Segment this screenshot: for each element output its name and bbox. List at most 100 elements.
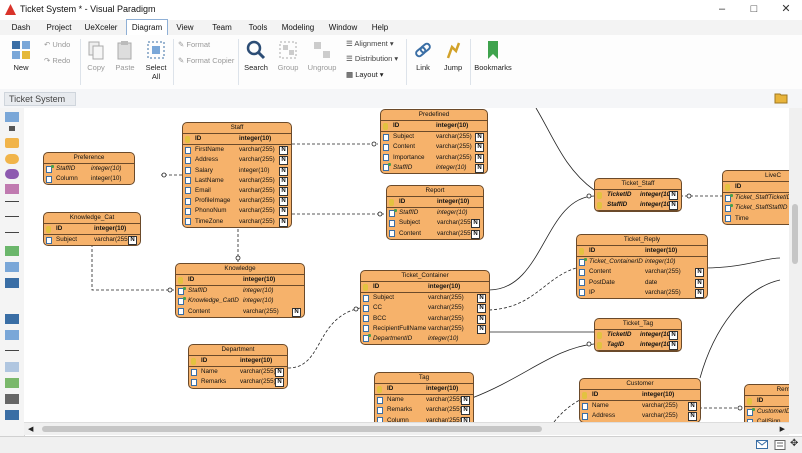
menu-view[interactable]: View bbox=[176, 23, 194, 32]
distribution-button[interactable]: ☰ Distribution ▾ bbox=[346, 54, 399, 63]
schema-icon[interactable] bbox=[5, 278, 19, 288]
link-staff-ticketstaff[interactable] bbox=[535, 108, 595, 191]
ungroup-button[interactable]: Ungroup bbox=[306, 39, 338, 72]
format-copier-button[interactable]: ✎ Format Copier bbox=[178, 56, 235, 65]
group-button[interactable]: Group bbox=[274, 39, 302, 72]
many-to-many-icon[interactable] bbox=[5, 232, 19, 233]
entity-column-row[interactable]: ID bbox=[745, 396, 802, 408]
note-icon[interactable] bbox=[5, 330, 19, 340]
paste-button[interactable]: Paste bbox=[112, 39, 138, 72]
mail-icon[interactable] bbox=[756, 440, 768, 449]
menu-dash[interactable]: Dash bbox=[11, 23, 31, 32]
package-icon[interactable] bbox=[5, 314, 19, 324]
menu-help[interactable]: Help bbox=[371, 23, 389, 32]
menu-window[interactable]: Window bbox=[328, 23, 358, 32]
entity-column-row[interactable]: CustomerID bbox=[745, 407, 802, 417]
vertical-scroll-thumb[interactable] bbox=[792, 204, 798, 264]
entity-column-row[interactable]: Time bbox=[723, 214, 802, 224]
alignment-button[interactable]: ☰ Alignment ▾ bbox=[346, 39, 394, 48]
trigger-icon[interactable] bbox=[5, 184, 19, 194]
horizontal-scrollbar[interactable]: ◀ ▶ bbox=[24, 422, 789, 435]
link-knowledgecat-knowledge[interactable] bbox=[91, 244, 175, 291]
minimize-button[interactable]: – bbox=[718, 3, 726, 15]
menu-diagram[interactable]: Diagram bbox=[126, 19, 168, 35]
menu-tools[interactable]: Tools bbox=[248, 23, 268, 32]
view-tool-icon[interactable] bbox=[5, 154, 19, 164]
callout-icon[interactable] bbox=[5, 362, 19, 372]
link-department-ticketcontainer[interactable] bbox=[287, 307, 361, 369]
search-button[interactable]: Search bbox=[242, 39, 270, 72]
relationship-icon[interactable] bbox=[5, 201, 19, 202]
link-container-ticketstaff[interactable] bbox=[488, 195, 595, 291]
sequence-icon[interactable] bbox=[5, 262, 19, 272]
horizontal-scroll-thumb[interactable] bbox=[42, 426, 542, 432]
maximize-button[interactable]: □ bbox=[750, 3, 758, 15]
entity-column-row[interactable]: CallSign bbox=[745, 417, 802, 422]
link-tag-tickettag[interactable] bbox=[471, 343, 595, 399]
document-icon[interactable] bbox=[774, 440, 786, 450]
table-icon[interactable] bbox=[5, 246, 19, 256]
format-button[interactable]: ✎ Format bbox=[178, 40, 211, 49]
menu-project[interactable]: Project bbox=[46, 23, 72, 32]
entity-column-row[interactable]: Ticket_StaffTicketID bbox=[723, 193, 802, 203]
pan-icon[interactable]: ✥ bbox=[790, 438, 799, 449]
freehand-icon[interactable] bbox=[5, 410, 19, 420]
link-customer-right[interactable] bbox=[699, 279, 781, 379]
link-reply-right[interactable] bbox=[703, 257, 781, 269]
entity-tool-icon[interactable] bbox=[5, 138, 19, 148]
menu-modeling[interactable]: Modeling bbox=[281, 23, 315, 32]
scroll-up-icon[interactable] bbox=[9, 126, 15, 131]
undo-button[interactable]: ↶ Undo bbox=[44, 40, 71, 49]
anchor-icon[interactable] bbox=[5, 350, 19, 351]
